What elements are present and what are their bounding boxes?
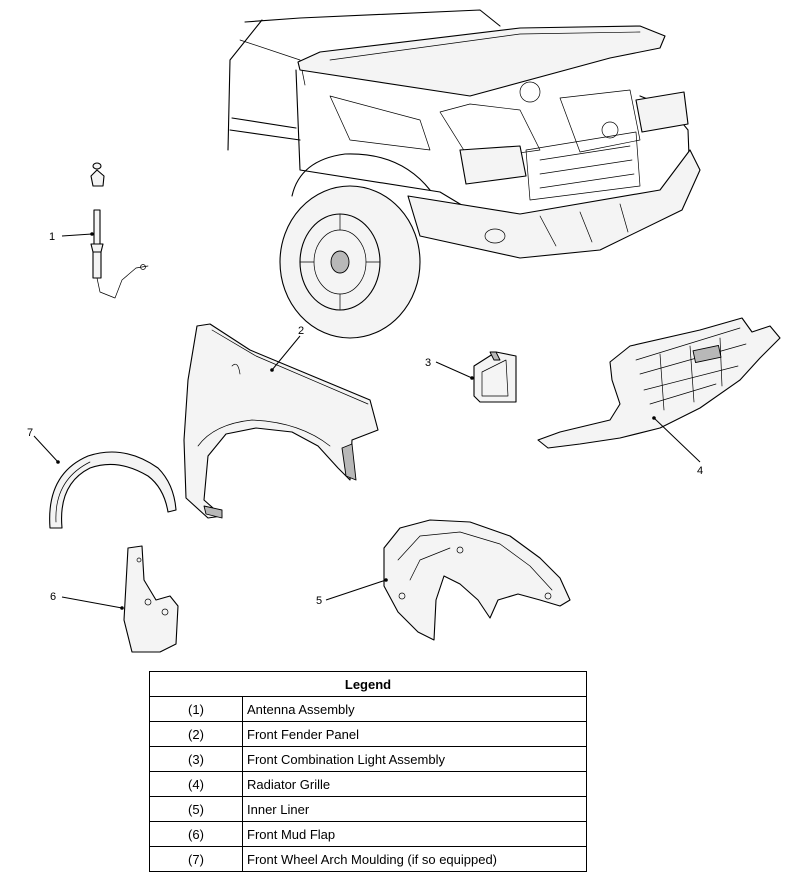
legend-row-description: Antenna Assembly xyxy=(242,696,587,722)
legend-row-number: (3) xyxy=(149,746,243,772)
vehicle-front-illustration xyxy=(227,9,701,339)
legend-row-description: Front Combination Light Assembly xyxy=(242,746,587,772)
radiator-grille xyxy=(537,317,781,449)
legend-row-description: Front Mud Flap xyxy=(242,821,587,847)
callout-6: 6 xyxy=(50,591,56,603)
legend-row: (2) Front Fender Panel xyxy=(149,721,587,747)
legend-table: Legend (1) Antenna Assembly (2) Front Fe… xyxy=(149,671,587,872)
legend-row-number: (7) xyxy=(149,846,243,872)
legend-header-row: Legend xyxy=(149,671,587,697)
exploded-parts-diagram: 1 2 3 4 5 6 7 xyxy=(27,9,781,653)
callout-2: 2 xyxy=(298,325,304,337)
front-fender-panel xyxy=(183,323,379,519)
callout-5: 5 xyxy=(316,595,322,607)
legend-row: (1) Antenna Assembly xyxy=(149,696,587,722)
front-mud-flap xyxy=(123,545,179,653)
legend-row-number: (1) xyxy=(149,696,243,722)
inner-liner xyxy=(383,519,571,641)
legend-row: (3) Front Combination Light Assembly xyxy=(149,746,587,772)
legend-row-description: Inner Liner xyxy=(242,796,587,822)
front-combination-light xyxy=(473,351,517,403)
legend-row-description: Radiator Grille xyxy=(242,771,587,797)
legend-row-number: (5) xyxy=(149,796,243,822)
callout-4: 4 xyxy=(697,465,703,477)
legend-row: (7) Front Wheel Arch Moulding (if so equ… xyxy=(149,846,587,872)
legend-title: Legend xyxy=(149,671,587,697)
legend-row: (5) Inner Liner xyxy=(149,796,587,822)
legend-row-number: (4) xyxy=(149,771,243,797)
callout-tips xyxy=(56,232,656,610)
legend-row-number: (2) xyxy=(149,721,243,747)
callout-3: 3 xyxy=(425,357,431,369)
callout-7: 7 xyxy=(27,427,33,439)
legend-row-description: Front Wheel Arch Moulding (if so equippe… xyxy=(242,846,587,872)
legend-row-description: Front Fender Panel xyxy=(242,721,587,747)
legend-row-number: (6) xyxy=(149,821,243,847)
legend-row: (4) Radiator Grille xyxy=(149,771,587,797)
callout-1: 1 xyxy=(49,231,55,243)
front-wheel-arch-moulding xyxy=(49,451,177,529)
callout-leaders xyxy=(33,233,701,609)
legend-row: (6) Front Mud Flap xyxy=(149,821,587,847)
antenna-assembly xyxy=(90,162,149,299)
